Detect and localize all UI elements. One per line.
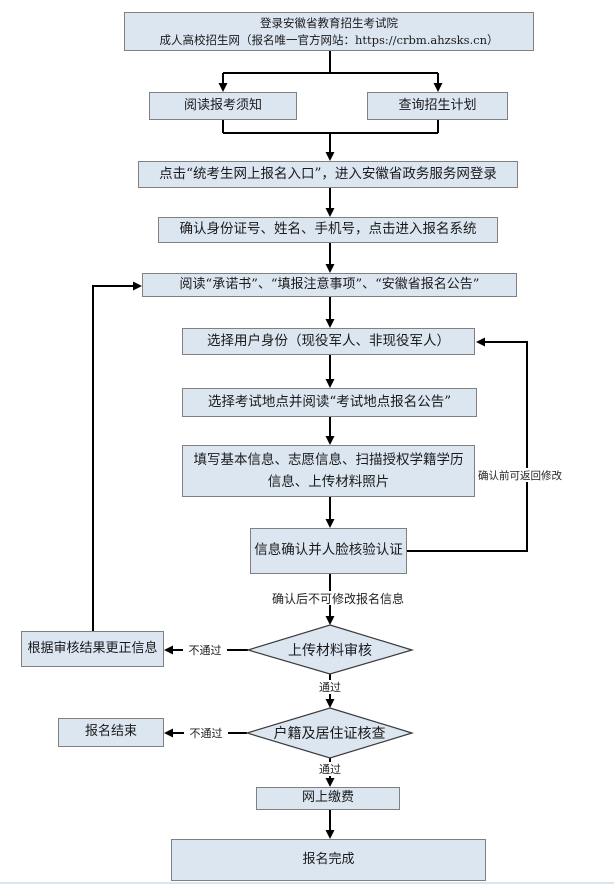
node-click-entry: 点击“统考生网上报名入口”，进入安徽省政务服务网登录 <box>138 161 518 188</box>
node-read-commitment: 阅读“承诺书”、“填报注意事项”、“安徽省报名公告” <box>142 273 517 297</box>
node-correct-info: 根据审核结果更正信息 <box>21 631 164 667</box>
node-fill-info: 填写基本信息、志愿信息、扫描授权学籍学历信息、上传材料照片 <box>182 445 475 497</box>
decision-material-review-label: 上传材料审核 <box>288 643 372 659</box>
label-material-pass: 通过 <box>310 680 350 694</box>
edge-branches-merge <box>222 120 439 161</box>
label-residence-fail: 不通过 <box>184 726 228 740</box>
node-login-site-line1: 登录安徽省教育招生考试院 <box>260 15 398 30</box>
label-material-fail: 不通过 <box>183 643 227 657</box>
node-confirm-face: 信息确认并人脸核验认证 <box>250 528 407 574</box>
label-residence-pass: 通过 <box>310 762 350 776</box>
edge-payment-to-complete <box>325 810 335 839</box>
bottom-border <box>0 882 614 884</box>
node-login-site: 登录安徽省教育招生考试院 成人高校招生网（报名唯一官方网站：https://cr… <box>124 12 534 51</box>
node-login-site-line2: 成人高校招生网（报名唯一官方网站：https://crbm.ahzsks.cn） <box>159 32 499 47</box>
decision-material-review-shape <box>245 624 415 675</box>
edge-examsite-to-fillinfo <box>325 417 335 445</box>
edge-usertype-to-examsite <box>325 355 335 388</box>
node-query-plan: 查询招生计划 <box>367 92 508 120</box>
node-select-exam-site: 选择考试地点并阅读“考试地点报名公告” <box>182 388 477 417</box>
decision-residence-check-shape <box>244 707 415 759</box>
edge-correct-info-loop <box>92 281 142 631</box>
decision-residence-check-label: 户籍及居住证核查 <box>273 726 386 742</box>
edge-start-to-branches <box>218 51 443 92</box>
edge-fillinfo-to-face <box>325 497 335 528</box>
node-read-notice: 阅读报考须知 <box>149 92 297 120</box>
edge-return-modify-loop <box>407 337 528 552</box>
node-select-user-type: 选择用户身份（现役军人、非现役军人） <box>182 328 475 355</box>
node-registration-complete: 报名完成 <box>171 839 486 881</box>
node-registration-end: 报名结束 <box>58 718 164 747</box>
label-no-modify-after-confirm: 确认后不可修改报名信息 <box>266 591 410 606</box>
edge-entry-to-confirm-id <box>325 188 335 217</box>
node-confirm-identity: 确认身份证号、姓名、手机号，点击进入报名系统 <box>158 217 498 243</box>
node-online-payment: 网上缴费 <box>256 787 400 810</box>
label-return-modify-before-confirm: 确认前可返回修改 <box>478 468 562 482</box>
edge-commitment-to-usertype <box>325 297 335 328</box>
edge-confirm-id-to-commitment <box>325 240 335 273</box>
